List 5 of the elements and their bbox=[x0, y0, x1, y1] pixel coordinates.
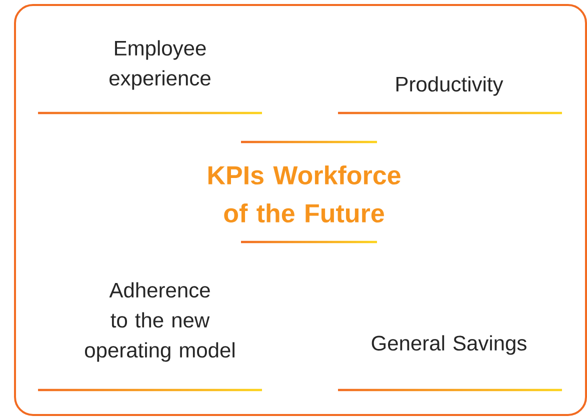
kpi-label: General Savings bbox=[372, 335, 526, 355]
title: KPIs Workforce of the Future bbox=[208, 165, 400, 223]
kpi-label: Employee experience bbox=[110, 40, 210, 90]
kpi-label: Adherence to the new operating model bbox=[85, 282, 234, 362]
kpi-label: Productivity bbox=[396, 76, 504, 96]
